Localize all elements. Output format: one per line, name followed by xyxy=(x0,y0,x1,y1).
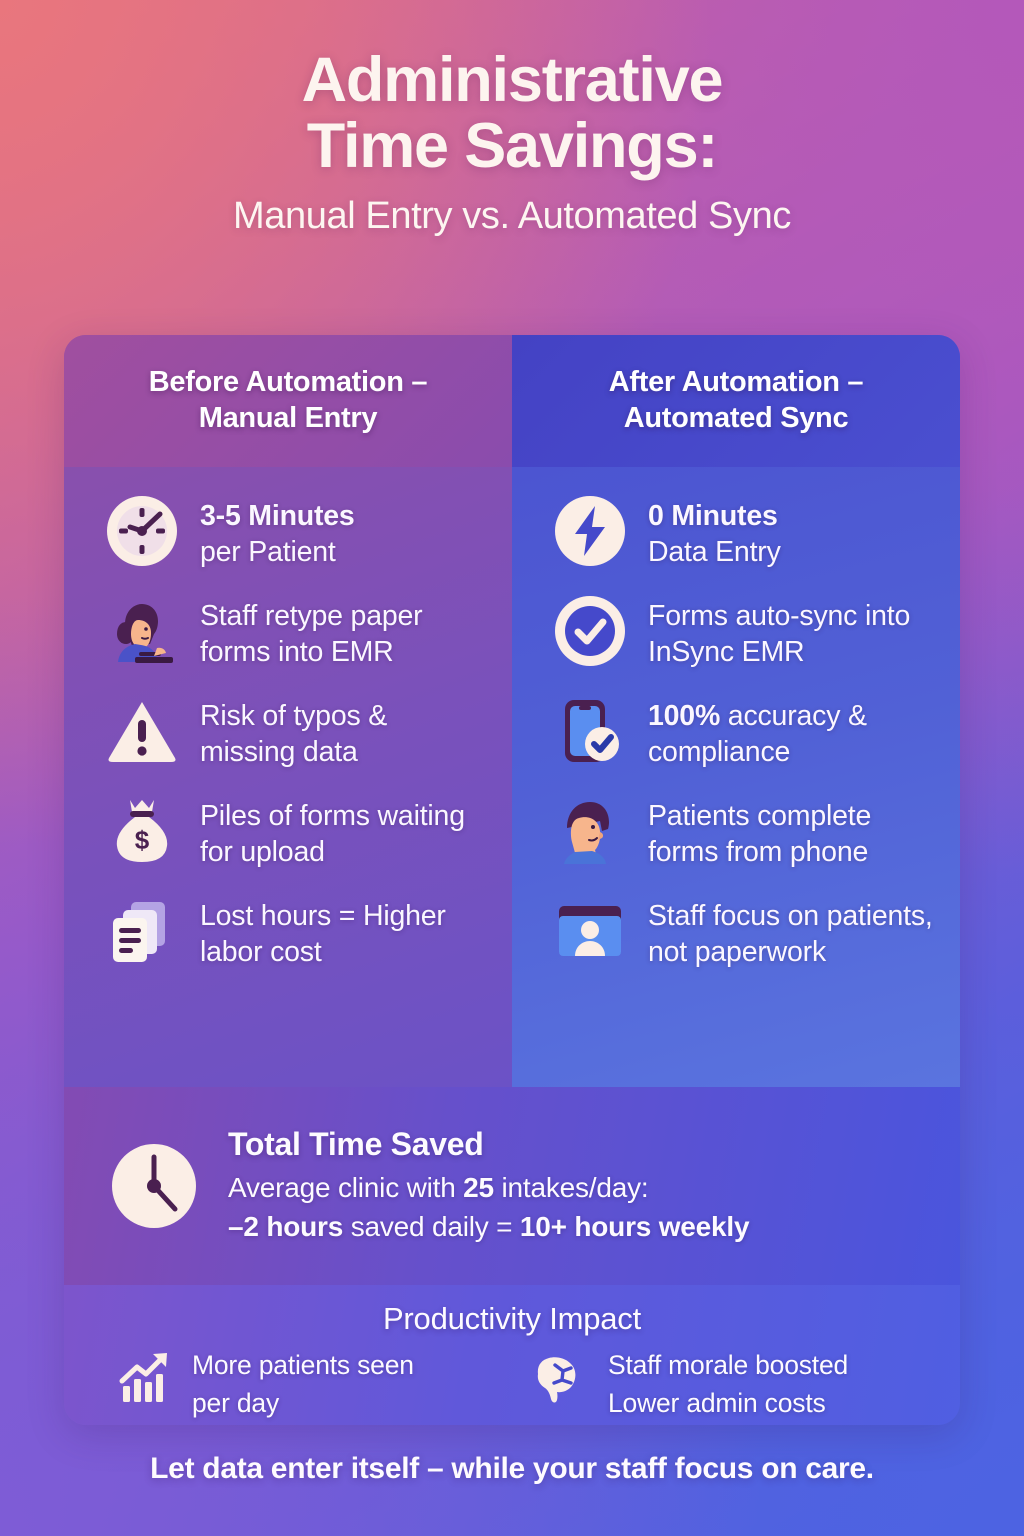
column-after-header: After Automation – Automated Sync xyxy=(512,335,960,467)
list-item-rest: accuracy & compliance xyxy=(648,699,867,769)
list-item: Staff retype paper forms into EMR xyxy=(104,593,486,671)
list-item: Lost hours = Higher labor cost xyxy=(104,893,486,971)
clock-icon xyxy=(104,493,180,569)
column-before-header: Before Automation – Manual Entry xyxy=(64,335,512,467)
after-items-list: 0 Minutes Data Entry Forms auto xyxy=(512,467,960,971)
growth-chart-icon xyxy=(116,1347,178,1409)
footer-tagline: Let data enter itself – while your staff… xyxy=(150,1452,874,1485)
productivity-impact-band: Productivity Impact Mo xyxy=(64,1285,960,1425)
list-item-text: Lost hours = Higher labor cost xyxy=(200,899,446,969)
total-line1-strong: 25 xyxy=(463,1171,494,1203)
person-typing-icon xyxy=(104,593,180,669)
productivity-cell: More patients seen per day xyxy=(116,1347,514,1422)
list-item-text: Risk of typos & missing data xyxy=(200,699,388,769)
total-time-saved-title: Total Time Saved xyxy=(228,1125,484,1162)
before-heading-line-2: Manual Entry xyxy=(198,402,378,434)
check-circle-icon xyxy=(552,593,628,669)
brain-icon xyxy=(532,1347,594,1409)
total-line2-strong-1: –2 hours xyxy=(228,1210,344,1242)
productivity-cell-text: More patients seen per day xyxy=(192,1347,414,1422)
total-line1-post: intakes/day: xyxy=(493,1171,649,1203)
list-item-text: Patients complete forms from phone xyxy=(648,799,872,869)
total-time-saved-line-2: –2 hours saved daily = 10+ hours weekly xyxy=(228,1208,750,1247)
list-item-strong: 100% xyxy=(648,699,721,732)
list-item-text: Piles of forms waiting for upload xyxy=(200,799,465,869)
productivity-impact-title: Productivity Impact xyxy=(382,1301,642,1336)
total-time-saved-band: Total Time Saved Average clinic with 25 … xyxy=(64,1087,960,1285)
column-after-automation: After Automation – Automated Sync xyxy=(512,335,960,1087)
list-item: 100% accuracy & compliance xyxy=(552,693,934,771)
total-line1-pre: Average clinic with xyxy=(228,1171,464,1203)
before-items-list: 3-5 Minutes per Patient xyxy=(64,467,512,971)
list-item: Risk of typos & missing data xyxy=(104,693,486,771)
before-heading-line-1: Before Automation – xyxy=(148,366,428,399)
comparison-columns: Before Automation – Manual Entry xyxy=(64,335,960,1087)
total-line2-mid: saved daily = xyxy=(343,1210,520,1242)
title-line-1: Administrative xyxy=(301,45,724,115)
list-item-text: 100% accuracy & compliance xyxy=(648,693,934,771)
list-item-text: 0 Minutes Data Entry xyxy=(648,493,781,571)
list-item-strong: 3-5 Minutes xyxy=(200,500,355,532)
column-before-automation: Before Automation – Manual Entry xyxy=(64,335,512,1087)
money-bag-icon: $ xyxy=(104,793,180,869)
page-subtitle: Manual Entry vs. Automated Sync xyxy=(233,195,791,238)
total-time-saved-line-1: Average clinic with 25 intakes/day: xyxy=(228,1169,749,1208)
productivity-cell-text: Staff morale boosted Lower admin costs xyxy=(608,1347,848,1422)
svg-text:$: $ xyxy=(135,825,150,855)
productivity-cell-line-2: Lower admin costs xyxy=(608,1387,826,1418)
page-title: Administrative Time Savings: xyxy=(60,45,964,181)
list-item: Patients complete forms from phone xyxy=(552,793,934,871)
list-item: 3-5 Minutes per Patient xyxy=(104,493,486,571)
total-line2-strong-2: 10+ hours weekly xyxy=(519,1210,750,1242)
wall-clock-icon xyxy=(106,1138,202,1234)
productivity-cell-line-1: More patients seen xyxy=(192,1350,414,1380)
list-item-text: Staff retype paper forms into EMR xyxy=(200,599,423,669)
list-item-text: Forms auto-sync into InSync EMR xyxy=(648,599,911,669)
after-heading-line-1: After Automation – xyxy=(608,366,864,399)
list-item-text: 3-5 Minutes per Patient xyxy=(200,493,355,571)
productivity-cell-line-2: per day xyxy=(192,1387,279,1418)
total-time-saved-text: Total Time Saved Average clinic with 25 … xyxy=(228,1125,750,1247)
list-item: Forms auto-sync into InSync EMR xyxy=(552,593,934,671)
list-item: 0 Minutes Data Entry xyxy=(552,493,934,571)
phone-check-icon xyxy=(552,693,628,769)
after-heading-line-2: Automated Sync xyxy=(623,402,849,434)
patient-profile-icon xyxy=(552,793,628,869)
staff-card-icon xyxy=(552,893,628,969)
header-block: Administrative Time Savings: Manual Entr… xyxy=(0,0,1024,238)
warning-icon xyxy=(104,693,180,769)
list-item: $ Piles of forms waiting for upload xyxy=(104,793,486,871)
list-item-rest: per Patient xyxy=(200,536,336,569)
productivity-cell-line-1: Staff morale boosted xyxy=(608,1350,849,1380)
productivity-cell: Staff morale boosted Lower admin costs xyxy=(532,1347,930,1422)
list-item: Staff focus on patients, not paperwork xyxy=(552,893,934,971)
comparison-card: Before Automation – Manual Entry xyxy=(64,335,960,1425)
list-item-text: Staff focus on patients, not paperwork xyxy=(648,899,933,969)
productivity-impact-row: More patients seen per day Staff morale … xyxy=(94,1347,930,1422)
documents-icon xyxy=(104,893,180,969)
lightning-bolt-icon xyxy=(552,493,628,569)
list-item-strong: 0 Minutes xyxy=(648,500,778,532)
title-line-2: Time Savings: xyxy=(306,110,719,181)
list-item-rest: Data Entry xyxy=(648,536,781,569)
